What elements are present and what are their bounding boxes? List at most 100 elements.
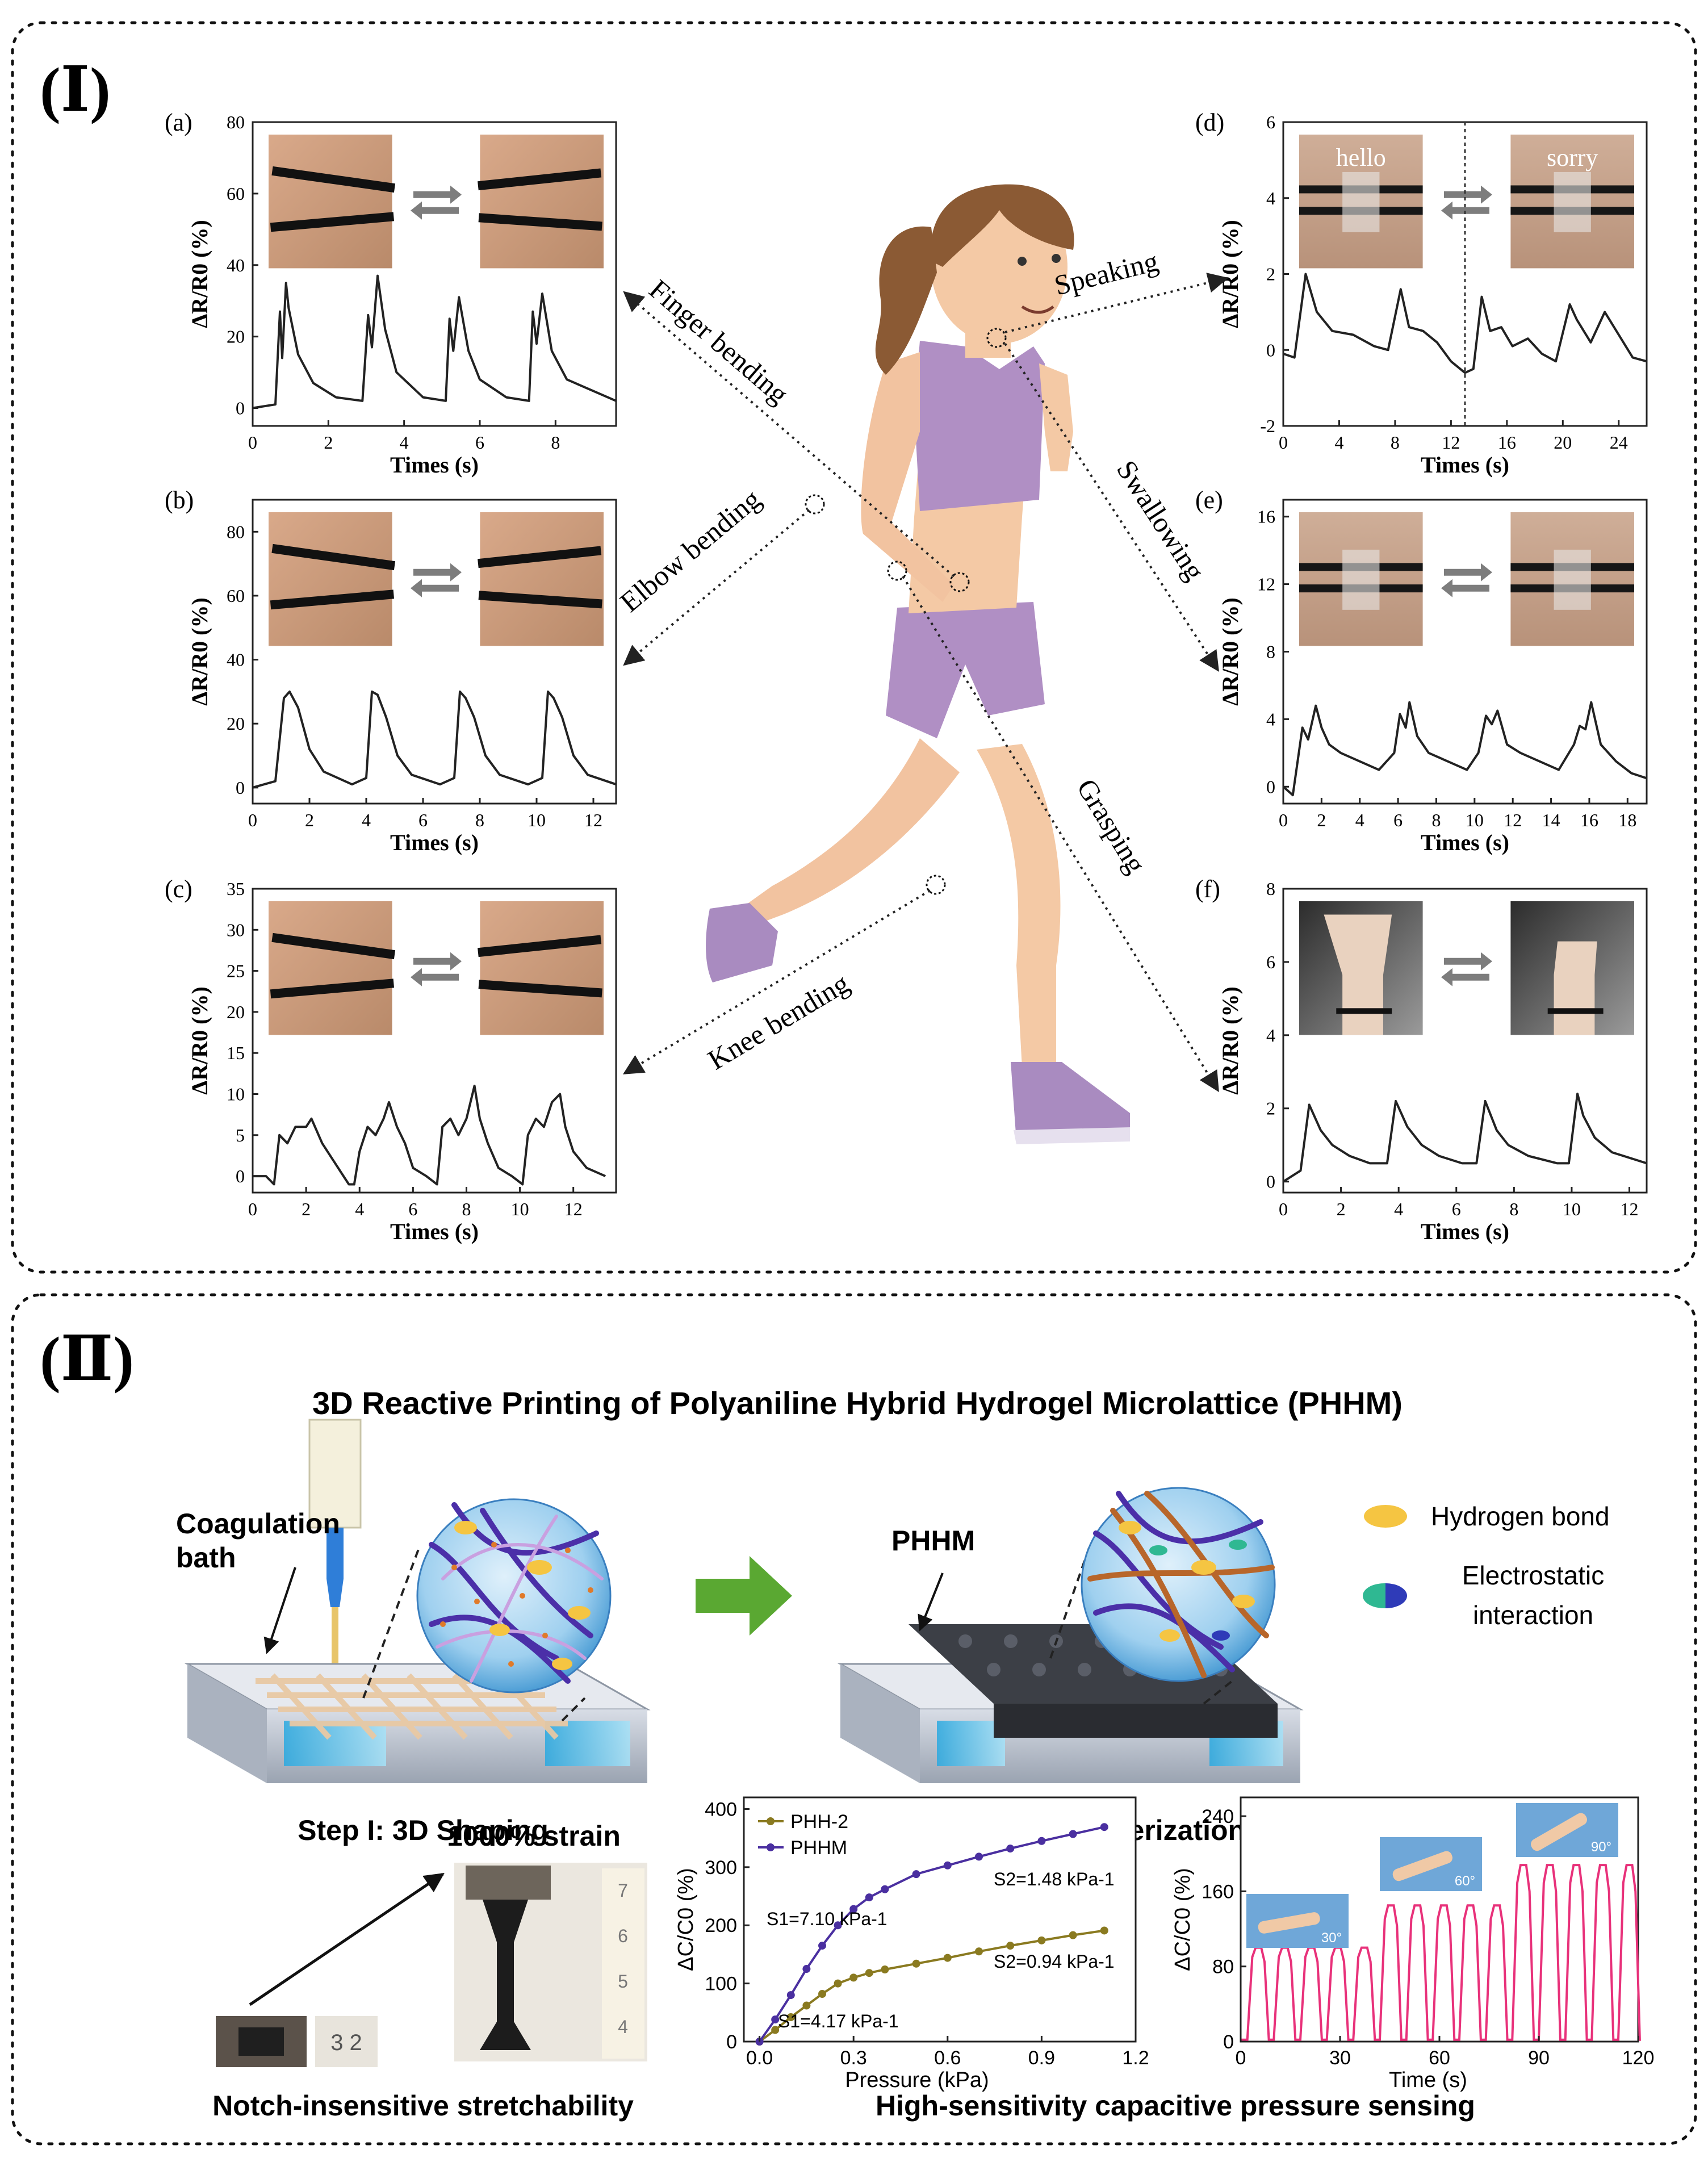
angle-label: 90°: [1591, 1839, 1611, 1855]
x-tick-label: 0: [1279, 432, 1288, 453]
slope-annotation: S2=1.48 kPa-1: [994, 1869, 1115, 1889]
y-axis-label: ΔR/R0 (%): [187, 986, 212, 1095]
action-finger: Finger bending: [643, 273, 795, 410]
y-tick-label: 15: [227, 1043, 245, 1063]
data-point: [849, 1973, 858, 1982]
x-tick-label: 0: [248, 432, 257, 453]
section2-title: 3D Reactive Printing of Polyaniline Hybr…: [312, 1385, 1403, 1421]
x-tick-label: 10: [1563, 1199, 1581, 1219]
electrostatic-icon: [1363, 1583, 1407, 1609]
y-axis-label: ΔC/C0 (%): [674, 1868, 698, 1971]
x-tick-label: 12: [1621, 1199, 1639, 1219]
sensor-photo: [480, 512, 604, 646]
sensor-strip: [270, 589, 395, 610]
data-point: [802, 1965, 811, 1973]
section1-label: (Ⅰ): [40, 55, 111, 124]
sensor-photo: [480, 135, 604, 269]
x-tick-label: 0: [1236, 2047, 1246, 2069]
data-point: [1069, 1830, 1077, 1838]
x-tick-label: 60: [1429, 2047, 1450, 2069]
y-axis-label: ΔR/R0 (%): [1217, 220, 1243, 328]
svg-text:6: 6: [618, 1926, 628, 1946]
y-tick-label: 300: [705, 1857, 737, 1879]
y-tick-label: 4: [1266, 188, 1275, 208]
switch-arrow-right: [413, 185, 462, 204]
legend-label: PHHM: [790, 1837, 847, 1859]
y-tick-label: 0: [1266, 340, 1275, 360]
panel-label: (a): [165, 108, 192, 136]
sensor-strip: [1547, 1008, 1604, 1014]
x-tick-label: 0.9: [1028, 2047, 1055, 2069]
x-tick-label: 20: [1554, 432, 1572, 453]
x-tick-label: 8: [551, 432, 560, 453]
y-tick-label: 6: [1266, 952, 1275, 972]
y-tick-label: 80: [227, 521, 245, 542]
switch-arrow-left: [411, 579, 459, 597]
x-tick-label: 12: [1442, 432, 1460, 453]
y-tick-label: 0: [726, 2031, 737, 2053]
data-point: [1100, 1926, 1108, 1935]
sensor-photo: [269, 901, 392, 1035]
y-tick-label: 0: [1223, 2031, 1234, 2053]
connector-arrows: [622, 273, 1229, 1093]
data-point: [1006, 1845, 1015, 1853]
sensor-marker-grasp: [887, 561, 907, 581]
sensor-photo: [269, 135, 392, 269]
y-tick-label: 20: [227, 713, 245, 734]
step2-illustration: [837, 1487, 1304, 1783]
x-tick-label: 14: [1542, 810, 1560, 830]
x-axis-label: Time (s): [1389, 2068, 1467, 2092]
data-point: [975, 1852, 983, 1861]
x-tick-label: 12: [584, 810, 602, 830]
x-tick-label: 16: [1580, 810, 1598, 830]
y-tick-label: 30: [227, 919, 245, 940]
hydrogel-patch: [1554, 549, 1591, 610]
x-tick-label: 10: [528, 810, 546, 830]
x-tick-label: 6: [1452, 1199, 1461, 1219]
x-tick-label: 0.0: [746, 2047, 773, 2069]
data-point: [802, 2001, 811, 2010]
knee-arrow: [622, 889, 931, 1074]
x-axis-label: Times (s): [1421, 452, 1509, 478]
x-tick-label: 4: [1394, 1199, 1403, 1219]
sensor-strip: [271, 166, 396, 193]
data-point: [1069, 1931, 1077, 1939]
sensor-strip: [271, 543, 396, 571]
x-tick-label: 4: [1334, 432, 1343, 453]
legend-marker: [767, 1843, 775, 1851]
series-line-phh-2: [759, 1929, 1105, 2043]
plot-frame: [743, 1796, 1137, 2043]
x-tick-label: 10: [511, 1199, 529, 1219]
x-tick-label: 6: [418, 810, 428, 830]
finger-shape: [1392, 1851, 1452, 1881]
photo-label: hello: [1336, 144, 1386, 172]
x-tick-label: 90: [1528, 2047, 1550, 2069]
signal-line: [252, 274, 617, 409]
legend-hydrogen-bond: Hydrogen bond: [1431, 1502, 1610, 1531]
y-tick-label: 80: [227, 112, 245, 132]
sensor-strip: [478, 213, 602, 231]
y-axis-label: ΔR/R0 (%): [187, 597, 212, 706]
x-tick-label: 30: [1329, 2047, 1351, 2069]
signal-line: [1282, 701, 1647, 797]
y-tick-label: 8: [1266, 642, 1275, 662]
x-tick-label: 2: [302, 1199, 311, 1219]
sensor-strip: [270, 212, 395, 232]
y-tick-label: 40: [227, 650, 245, 670]
x-tick-label: 8: [462, 1199, 471, 1219]
data-point: [834, 1921, 842, 1930]
sensor-photo: [269, 512, 392, 646]
sensor-marker-knee: [926, 875, 946, 895]
sensor-strip: [478, 168, 602, 191]
angle-label: 30°: [1321, 1930, 1342, 1946]
sensor-strip: [1336, 1008, 1392, 1014]
svg-text:4: 4: [618, 2017, 628, 2037]
y-tick-label: 5: [236, 1125, 245, 1145]
x-tick-label: 0: [1279, 810, 1288, 830]
x-tick-label: 18: [1618, 810, 1636, 830]
y-tick-label: 4: [1266, 709, 1275, 729]
y-tick-label: 160: [1202, 1881, 1234, 1902]
y-tick-label: 80: [1212, 1956, 1234, 1978]
